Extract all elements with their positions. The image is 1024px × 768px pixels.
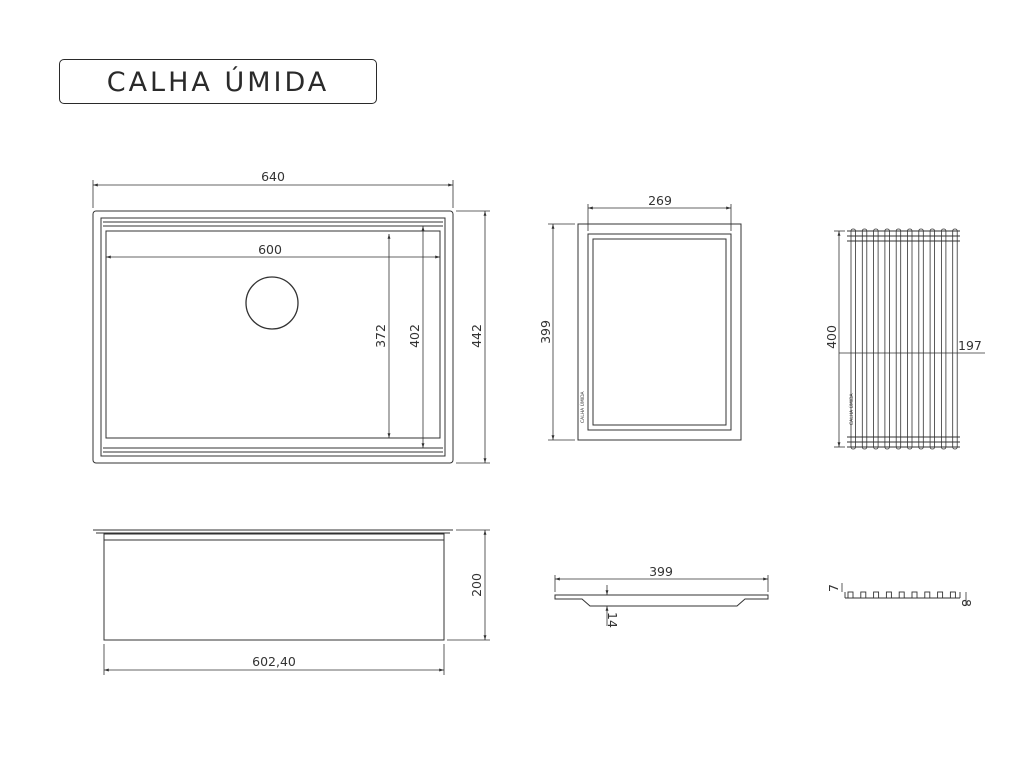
rack-tooth — [911, 591, 918, 599]
sink-basin-outline — [105, 230, 441, 439]
rack-tooth — [949, 591, 956, 599]
dim-rack-side-b: 8 — [959, 599, 974, 607]
rack-tooth — [898, 591, 905, 599]
rack-bar — [929, 228, 935, 450]
dim-sink-inner-depth-b: 402 — [407, 324, 422, 348]
rack-top-dimensions — [834, 230, 985, 448]
sink-side-dimensions — [103, 529, 490, 675]
sink-outer-outline — [92, 210, 454, 464]
sink-side-view — [93, 529, 453, 641]
sink-top-view — [92, 210, 454, 464]
dim-board-width: 269 — [648, 193, 672, 208]
board-side-dimensions — [554, 575, 769, 626]
board-side-profile — [554, 594, 769, 607]
title-box: CALHA ÚMIDA — [59, 59, 377, 104]
rack-bar — [918, 228, 924, 450]
dim-rack-side-a: 7 — [826, 584, 841, 592]
board-imprint: CALHA ÚMIDA — [579, 390, 586, 423]
rack-bar — [895, 228, 902, 450]
rack-tooth — [924, 591, 931, 599]
dim-board-side-length: 399 — [649, 564, 673, 579]
dim-board-depth: 399 — [538, 320, 553, 344]
dim-sink-width: 640 — [261, 169, 285, 184]
sink-side-body — [103, 533, 445, 641]
board-groove-outer — [587, 233, 732, 431]
sink-rim-outline — [100, 217, 446, 457]
rack-side-dimensions — [841, 583, 967, 606]
rack-tooth — [873, 591, 880, 599]
dim-sink-inner-depth-a: 372 — [373, 324, 388, 348]
rack-bars — [850, 228, 958, 450]
dim-sink-bottom-width: 602,40 — [252, 654, 296, 669]
rack-bar — [850, 228, 856, 450]
rack-bar — [907, 228, 913, 450]
board-top-dimensions — [548, 204, 732, 441]
rack-bar — [873, 228, 879, 450]
rack-bar — [884, 228, 890, 450]
rack-bar — [941, 228, 947, 450]
rack-tooth — [885, 591, 892, 599]
sink-top-dimensions — [92, 180, 490, 464]
rack-teeth — [847, 591, 956, 599]
title-text: CALHA ÚMIDA — [106, 67, 330, 98]
rack-bar — [861, 228, 868, 450]
dim-rack-width: 197 — [958, 338, 982, 353]
dim-rack-length: 400 — [824, 325, 839, 349]
rack-tooth — [847, 591, 854, 599]
rack-top-view — [847, 230, 960, 448]
dim-sink-inner-width: 600 — [258, 242, 282, 257]
dim-sink-depth: 442 — [469, 324, 484, 348]
rack-imprint: CALHA ÚMIDA — [848, 392, 855, 425]
rack-bar — [952, 228, 958, 450]
board-top-view — [577, 223, 742, 441]
dim-sink-height: 200 — [469, 573, 484, 597]
board-groove-inner — [592, 238, 727, 426]
drain-hole — [245, 276, 299, 330]
board-side-view — [554, 594, 769, 607]
dim-board-thickness: 14 — [605, 612, 620, 628]
rack-tooth — [860, 591, 867, 599]
rack-tooth — [937, 591, 944, 599]
board-outer-outline — [577, 223, 742, 441]
